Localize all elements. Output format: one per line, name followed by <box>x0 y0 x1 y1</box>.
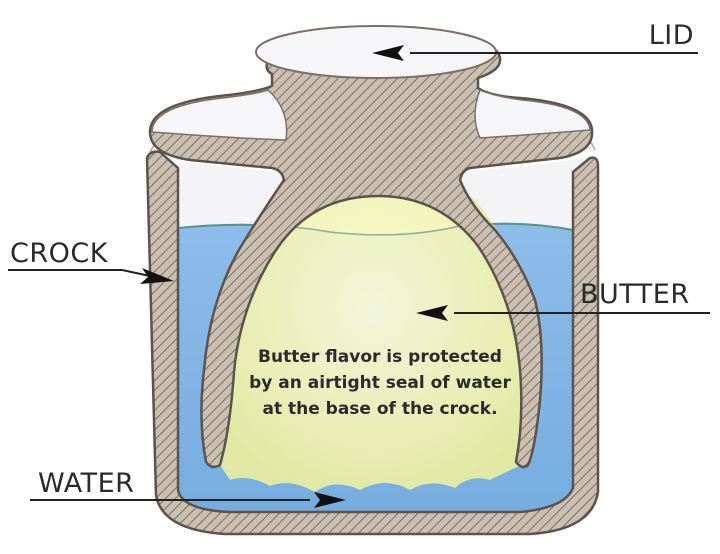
lid <box>148 31 594 469</box>
lid-rim-right <box>474 89 591 139</box>
water-arrow-icon <box>314 492 346 508</box>
butter-label: BUTTER <box>580 279 690 310</box>
crock-leader-line <box>8 269 151 277</box>
butter-callout: BUTTER <box>416 279 710 321</box>
crock-callout: CROCK <box>8 238 174 284</box>
caption: Butter flavor is protected by an airtigh… <box>249 347 511 419</box>
water-callout: WATER <box>30 468 346 508</box>
crock-arrow-icon <box>140 268 174 284</box>
caption-line-3: at the base of the crock. <box>262 399 497 419</box>
caption-line-1: Butter flavor is protected <box>258 347 502 367</box>
lid-rim-left <box>151 89 288 141</box>
crock-label: CROCK <box>10 238 109 269</box>
lid-callout: LID <box>372 20 698 61</box>
butter-arrow-icon <box>416 305 448 321</box>
water-surface-line <box>177 223 574 236</box>
lid-label: LID <box>649 20 694 51</box>
lid-arrow-icon <box>372 45 404 61</box>
water-label: WATER <box>38 468 134 499</box>
crock-wall <box>145 150 600 536</box>
caption-line-2: by an airtight seal of water <box>249 373 511 393</box>
